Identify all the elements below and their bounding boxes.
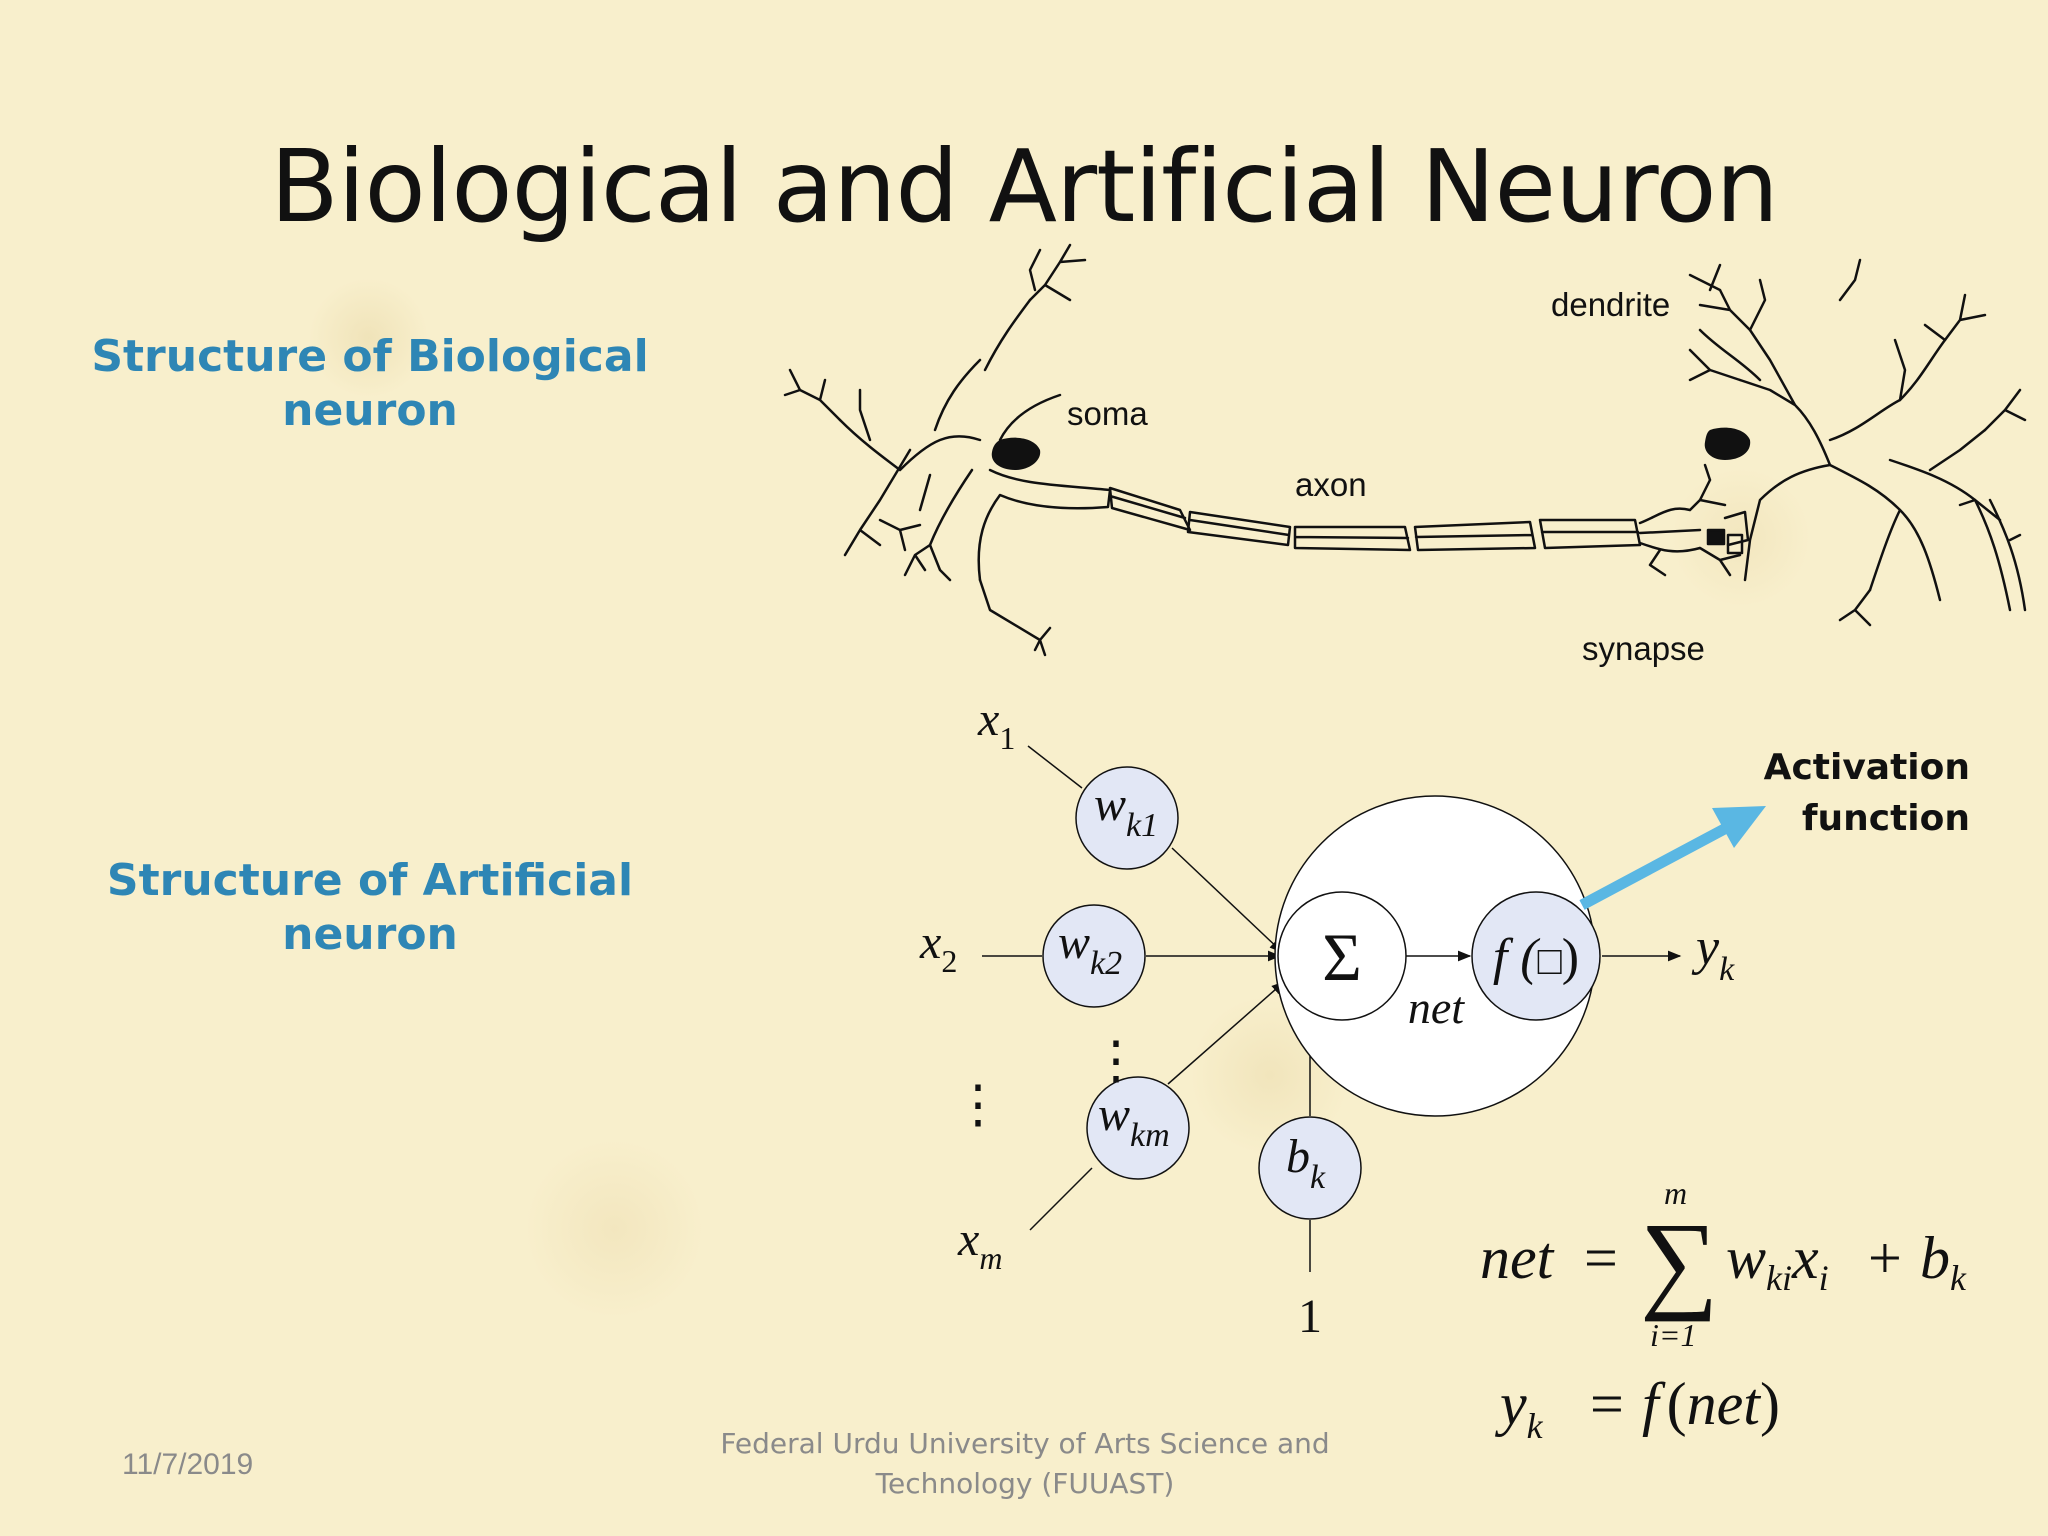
synapse-label: synapse: [1582, 630, 1705, 667]
activation-node: [1471, 891, 1601, 1021]
institution-footer: Federal Urdu University of Arts Science …: [700, 1424, 1350, 1504]
x1-to-wk1-line: [1027, 745, 1083, 789]
weights-ellipsis: ⋮: [1090, 1033, 1142, 1090]
slide-date: 11/7/2019: [122, 1448, 254, 1481]
eq-sigma-upper: m: [1664, 1175, 1687, 1211]
myelin-sheath-4: [1413, 520, 1537, 552]
eq-output-lhs: yk: [1494, 1371, 1544, 1446]
eq-sigma: ∑: [1640, 1200, 1718, 1322]
biological-neuron-drawing: [783, 243, 2027, 657]
bio-label-line2: neuron: [282, 385, 458, 436]
input-xm: xm: [957, 1213, 1002, 1276]
dendrite-label: dendrite: [1551, 286, 1670, 323]
eq-sigma-lower: i=1: [1650, 1317, 1696, 1353]
myelin-sheath-3: [1293, 525, 1412, 552]
myelin-sheath-1: [1108, 486, 1192, 532]
weight-label-wkm: wkm: [1098, 1088, 1170, 1154]
right-soma-outline: [1738, 328, 2002, 602]
wk1-to-sum-line: [1171, 847, 1283, 953]
net-equation: net = ∑ m i=1 wkixi + bk: [1480, 1175, 1967, 1353]
weight-node-wk2: [1042, 904, 1146, 1008]
eq-weight-term: wkixi: [1726, 1225, 1829, 1298]
activation-line2: function: [1801, 798, 1970, 839]
weight-node-wkm: [1086, 1076, 1190, 1180]
sum-symbol: Σ: [1322, 919, 1362, 995]
right-soma-top: [1698, 258, 1862, 382]
right-dendrites: [1688, 263, 2027, 627]
art-label-line1: Structure of Artificial: [106, 855, 634, 906]
artificial-structure-label: Structure of Artificial neuron: [80, 854, 660, 962]
weight-label-wk1: wk1: [1094, 778, 1158, 844]
input-x2: x2: [919, 916, 957, 979]
xm-to-wkm-line: [1029, 1167, 1093, 1231]
art-label-line2: neuron: [282, 909, 458, 960]
left-nucleus: [991, 437, 1041, 470]
output-equation: yk = f(net): [1494, 1371, 1780, 1446]
artificial-neuron-diagram: Σ f (□) net wk1 wk2 wkm bk 1 x1 x2: [919, 693, 1766, 1343]
sum-node: [1277, 891, 1407, 1021]
bio-label-line1: Structure of Biological: [91, 331, 649, 382]
left-dendrites: [783, 243, 1087, 657]
bias-input-one: 1: [1298, 1290, 1322, 1343]
synapse-knob-1: [1706, 528, 1726, 546]
axon-label: axon: [1295, 466, 1367, 503]
synapse-gap: [1638, 510, 1750, 547]
eq-net-lhs: net: [1480, 1225, 1555, 1291]
institution-line2: Technology (FUUAST): [875, 1467, 1175, 1500]
bias-node: [1258, 1116, 1362, 1220]
activation-pointer-arrowhead: [1712, 806, 1766, 848]
right-axon: [1973, 498, 2027, 612]
right-nucleus: [1704, 427, 1751, 460]
left-soma-outline: [838, 298, 1112, 582]
eq-bias-term: bk: [1920, 1225, 1967, 1298]
output-yk: yk: [1691, 919, 1735, 988]
soma-label: soma: [1067, 395, 1148, 432]
bias-label: bk: [1286, 1130, 1326, 1196]
myelin-sheath-5: [1538, 518, 1642, 550]
inputs-ellipsis: ⋮: [952, 1077, 1004, 1134]
activation-function-symbol: f (□): [1493, 929, 1579, 986]
eq-equals-2: =: [1590, 1371, 1624, 1437]
institution-line1: Federal Urdu University of Arts Science …: [720, 1427, 1330, 1460]
activation-pointer-arrow: [1579, 821, 1733, 910]
axon-terminal: [1638, 463, 1742, 577]
myelin-sheath-2: [1186, 510, 1292, 547]
weight-label-wk2: wk2: [1058, 916, 1122, 982]
wkm-to-sum-line: [1167, 981, 1286, 1085]
activation-line1: Activation: [1763, 747, 1970, 788]
eq-output-rhs: f(net): [1642, 1371, 1780, 1437]
page-title: Biological and Artificial Neuron: [270, 128, 1779, 245]
activation-function-label: Activation function: [1730, 742, 1970, 844]
biological-structure-label: Structure of Biological neuron: [80, 330, 660, 438]
eq-plus: +: [1868, 1225, 1902, 1291]
eq-equals-1: =: [1584, 1225, 1618, 1291]
input-x1: x1: [977, 693, 1015, 756]
net-label: net: [1408, 982, 1465, 1033]
weight-node-wk1: [1075, 766, 1179, 870]
